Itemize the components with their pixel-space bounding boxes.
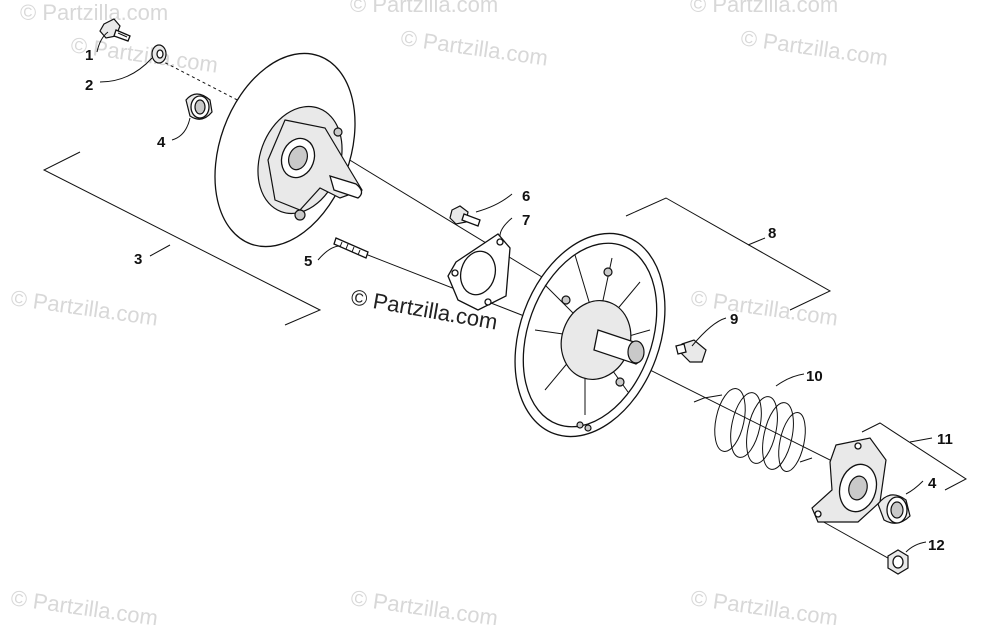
callout-6: 6 xyxy=(522,188,530,205)
bracket-11 xyxy=(861,422,967,491)
callout-4-top: 4 xyxy=(157,134,166,151)
callout-10: 10 xyxy=(806,368,823,385)
callout-7: 7 xyxy=(522,212,530,229)
watermark-faint: © Partzilla.com xyxy=(689,285,839,330)
movable-sheave-part-8 xyxy=(514,232,666,438)
callout-4-bottom: 4 xyxy=(928,475,937,492)
callout-8: 8 xyxy=(768,225,776,242)
watermark-faint: © Partzilla.com xyxy=(9,285,159,330)
fixed-sheave-part-3 xyxy=(214,52,363,248)
watermark-faint: © Partzilla.com xyxy=(399,25,549,70)
callout-3: 3 xyxy=(134,251,142,268)
bushing-part-4-bottom xyxy=(877,494,911,524)
watermark-faint: © Partzilla.com xyxy=(349,585,499,625)
bushing-part-4-top xyxy=(185,93,213,120)
bolt-part-6 xyxy=(449,205,481,227)
callout-9: 9 xyxy=(730,311,738,328)
gasket-part-7 xyxy=(447,233,511,311)
bracket-8 xyxy=(625,197,832,311)
callout-2: 2 xyxy=(85,77,93,94)
slider-part-9 xyxy=(675,339,707,363)
callout-12: 12 xyxy=(928,537,945,554)
callout-labels: 1 2 4 3 5 6 7 8 9 10 11 4 12 xyxy=(85,47,953,554)
callout-5: 5 xyxy=(304,253,312,270)
watermark-faint: © Partzilla.com xyxy=(9,585,159,625)
watermark-faint: © Partzilla.com xyxy=(690,0,838,17)
bracket-3 xyxy=(42,151,322,326)
stud-part-5 xyxy=(333,237,369,259)
bolt-part-1 xyxy=(99,18,131,42)
watermark-faint: © Partzilla.com xyxy=(20,0,168,25)
washer-part-2 xyxy=(151,44,167,64)
watermark-faint: © Partzilla.com xyxy=(739,25,889,70)
watermark-faint: © Partzilla.com xyxy=(350,0,498,17)
spring-part-10 xyxy=(693,388,813,472)
cam-part-11 xyxy=(811,437,887,523)
callout-1: 1 xyxy=(85,47,93,64)
nut-part-12 xyxy=(887,549,909,575)
watermark-faint: © Partzilla.com xyxy=(689,585,839,625)
leader-lines xyxy=(96,31,927,553)
callout-11: 11 xyxy=(937,431,953,448)
